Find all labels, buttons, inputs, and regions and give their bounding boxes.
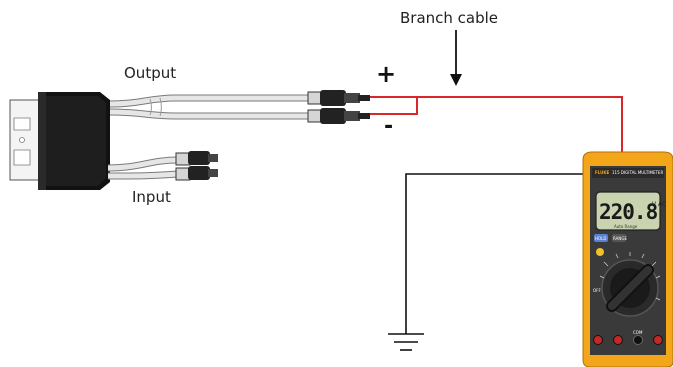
positive-terminal-label: + [376, 60, 397, 88]
wires [370, 96, 623, 334]
positive-wire [370, 96, 623, 152]
ground-symbol-icon [388, 333, 424, 351]
multimeter-reading: 220.8 [599, 200, 658, 224]
com-jack-label: COM [633, 330, 643, 335]
connector-icon [307, 90, 370, 124]
output-label: Output [124, 64, 177, 82]
hold-button-label: HOLD [595, 236, 607, 241]
output-cables [109, 94, 310, 120]
ground-wire [405, 173, 583, 334]
branch-cable-label: Branch cable [400, 9, 499, 27]
negative-link-wire [370, 97, 418, 115]
input-label: Input [132, 188, 171, 206]
input-cables [107, 151, 218, 181]
inverter-device-icon [9, 92, 110, 190]
off-label: OFF [593, 288, 601, 293]
multimeter-icon [582, 151, 673, 367]
multimeter-brand: FLUKE [595, 170, 610, 175]
multimeter-model: 115 DIGITAL MULTIMETER [612, 170, 664, 175]
range-button-label: RANGE [613, 236, 627, 241]
arrow-down-icon [450, 30, 462, 86]
multimeter-caption: Auto Range [614, 224, 638, 229]
negative-terminal-label: - [384, 114, 394, 139]
multimeter-unit: V AC [652, 201, 667, 208]
